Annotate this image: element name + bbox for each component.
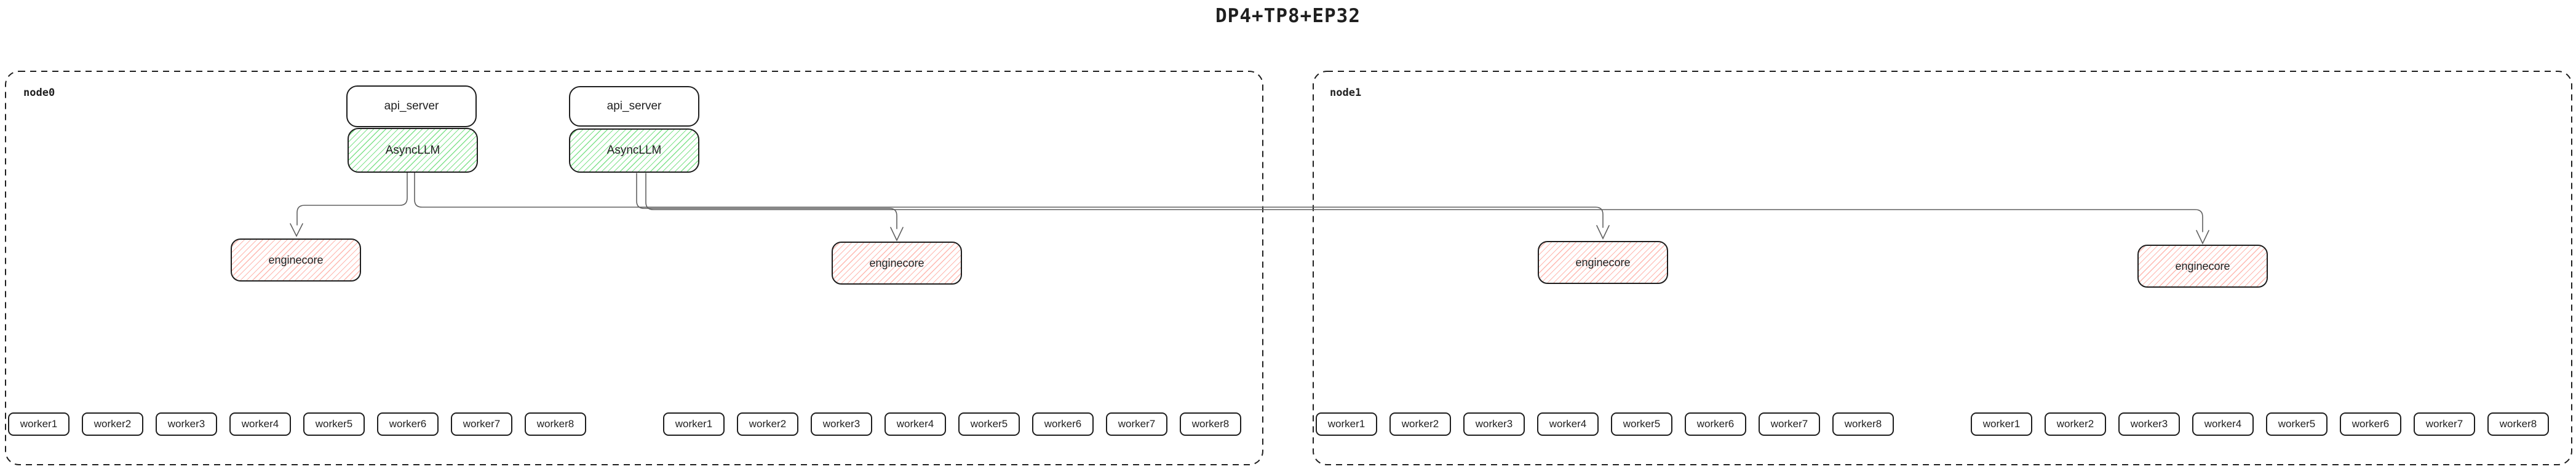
worker-box: worker6 xyxy=(2340,412,2401,436)
api-server-box-1: api_server xyxy=(346,85,477,127)
worker-box: worker7 xyxy=(451,412,512,436)
worker-box: worker1 xyxy=(8,412,70,436)
worker-box: worker8 xyxy=(1832,412,1894,436)
worker-group-node1-2: worker1 worker2 worker3 worker4 worker5 … xyxy=(1971,412,2549,436)
worker-box: worker5 xyxy=(1611,412,1672,436)
worker-box: worker6 xyxy=(1032,412,1094,436)
edge-asyncllm1-enginecore3 xyxy=(414,172,1604,228)
worker-box: worker5 xyxy=(958,412,1020,436)
node0-label: node0 xyxy=(23,87,55,99)
asyncllm-box-1: AsyncLLM xyxy=(348,128,478,173)
worker-box: worker3 xyxy=(156,412,217,436)
arrow-down-icon-enginecore3 xyxy=(1596,225,1610,240)
arrow-down-icon-enginecore4 xyxy=(2196,230,2209,245)
node1-boundary xyxy=(1313,71,2572,465)
worker-box: worker4 xyxy=(885,412,946,436)
node0-boundary xyxy=(5,71,1263,465)
worker-box: worker2 xyxy=(82,412,143,436)
worker-box: worker7 xyxy=(1106,412,1167,436)
worker-box: worker3 xyxy=(2118,412,2180,436)
arrow-down-icon-enginecore2 xyxy=(890,227,904,242)
worker-box: worker3 xyxy=(811,412,872,436)
api-server-box-2: api_server xyxy=(569,86,699,127)
enginecore-box-3: enginecore xyxy=(1538,241,1668,284)
worker-box: worker3 xyxy=(1463,412,1525,436)
worker-box: worker1 xyxy=(1971,412,2032,436)
worker-group-node1-1: worker1 worker2 worker3 worker4 worker5 … xyxy=(1316,412,1894,436)
worker-box: worker5 xyxy=(2266,412,2328,436)
worker-box: worker8 xyxy=(2487,412,2549,436)
edge-asyncllm1-enginecore1 xyxy=(296,172,408,226)
asyncllm-box-2: AsyncLLM xyxy=(569,128,699,173)
worker-box: worker2 xyxy=(2045,412,2106,436)
worker-box: worker8 xyxy=(1180,412,1241,436)
worker-box: worker2 xyxy=(1389,412,1451,436)
worker-box: worker7 xyxy=(1759,412,1820,436)
worker-box: worker4 xyxy=(2192,412,2254,436)
worker-box: worker1 xyxy=(663,412,725,436)
enginecore-box-2: enginecore xyxy=(832,242,962,285)
node1-label: node1 xyxy=(1330,87,1362,99)
diagram-title: DP4+TP8+EP32 xyxy=(1215,5,1361,27)
worker-box: worker7 xyxy=(2414,412,2475,436)
enginecore-box-1: enginecore xyxy=(231,238,361,282)
enginecore-box-4: enginecore xyxy=(2137,245,2268,288)
arrow-down-icon-enginecore1 xyxy=(290,223,303,237)
worker-box: worker5 xyxy=(303,412,365,436)
edge-asyncllm2-enginecore2 xyxy=(636,173,897,229)
edge-asyncllm2-enginecore4 xyxy=(645,173,2203,232)
worker-box: worker8 xyxy=(525,412,586,436)
worker-box: worker1 xyxy=(1316,412,1377,436)
worker-box: worker6 xyxy=(1685,412,1746,436)
worker-box: worker6 xyxy=(377,412,439,436)
worker-box: worker4 xyxy=(229,412,291,436)
worker-group-node0-2: worker1 worker2 worker3 worker4 worker5 … xyxy=(663,412,1241,436)
worker-group-node0-1: worker1 worker2 worker3 worker4 worker5 … xyxy=(8,412,586,436)
worker-box: worker2 xyxy=(737,412,798,436)
worker-box: worker4 xyxy=(1537,412,1599,436)
